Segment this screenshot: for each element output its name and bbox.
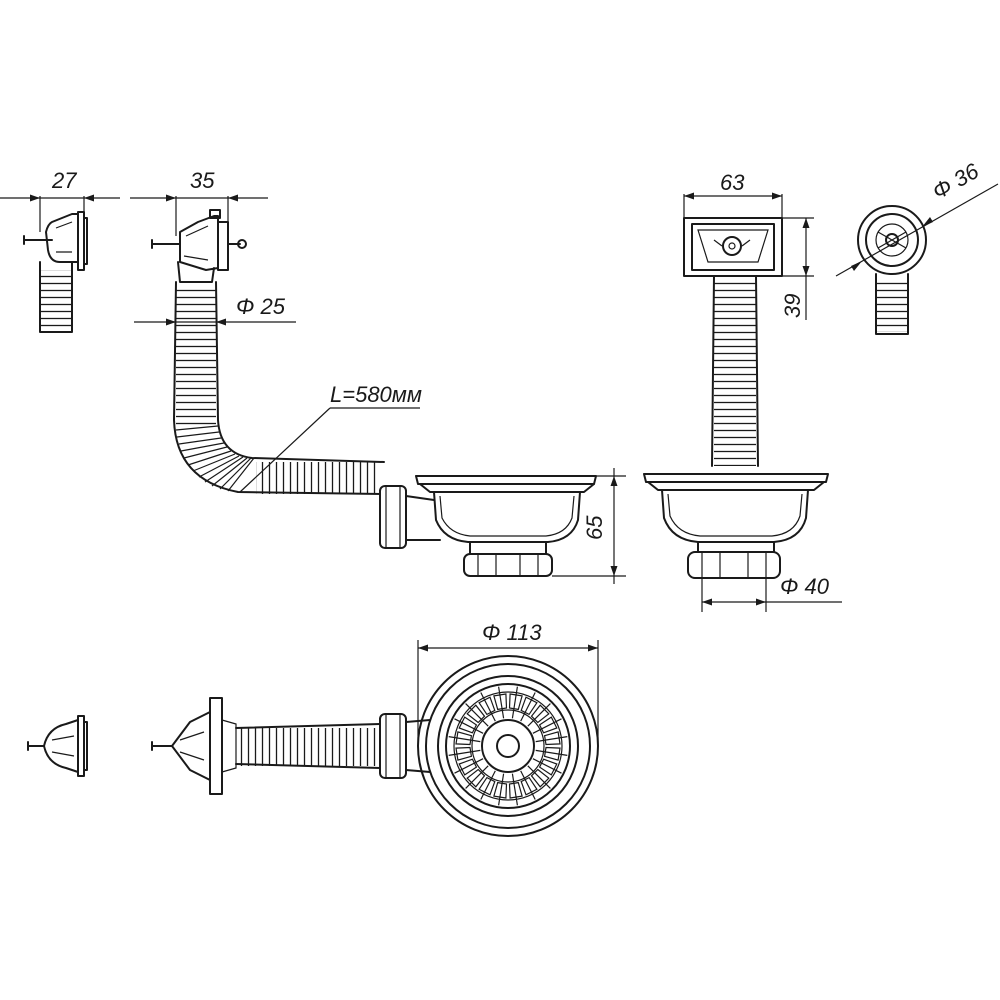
corrugated-hose-right <box>711 275 759 467</box>
strainer-slot <box>493 781 508 799</box>
strainer-slot <box>458 716 478 734</box>
strainer-rib <box>498 773 505 806</box>
strainer-rib <box>465 703 489 727</box>
strainer-rib <box>535 736 568 743</box>
strainer-rib <box>532 718 562 734</box>
overflow-round-view: Φ 36 <box>835 158 999 335</box>
dimension-35: 35 <box>130 168 268 236</box>
strainer-side-view-left: 65 <box>405 468 626 584</box>
strainer-slot <box>478 696 496 716</box>
strainer-slot <box>493 693 508 711</box>
overflow-rectangular-grille: 63 39 <box>683 170 814 320</box>
dim-label-outlet-diameter: Φ 40 <box>780 574 830 599</box>
strainer-rib <box>448 736 481 743</box>
strainer-slot <box>530 768 550 788</box>
strainer-rib <box>448 749 481 756</box>
dimension-hose-length: L=580мм <box>239 382 422 493</box>
strainer-slot <box>466 768 486 788</box>
strainer-side-view-right: Φ 40 <box>643 473 842 612</box>
strainer-rib <box>535 749 568 756</box>
strainer-slot <box>458 758 478 776</box>
strainer-rib <box>527 765 551 789</box>
strainer-slot <box>466 704 486 724</box>
strainer-slot <box>538 758 558 776</box>
overflow-small-side-view: 27 <box>0 168 120 333</box>
dim-label-35: 35 <box>190 168 215 193</box>
strainer-rib <box>532 758 562 774</box>
strainer-rib <box>498 686 505 719</box>
dimension-39: 39 <box>780 217 814 320</box>
strainer-slot <box>520 776 538 796</box>
dimension-hose-diameter: Φ 25 <box>134 294 296 326</box>
strainer-slots <box>448 686 568 806</box>
strainer-slot <box>508 781 523 799</box>
strainer-rib <box>454 718 484 734</box>
strainer-slot <box>455 746 473 761</box>
overflow-with-hose: 35 <box>130 168 268 283</box>
dim-label-65: 65 <box>582 515 607 540</box>
strainer-rib <box>480 770 496 800</box>
dim-label-hose-diameter: Φ 25 <box>236 294 286 319</box>
dimension-27: 27 <box>0 168 120 232</box>
strainer-slot <box>520 696 538 716</box>
strainer-rib <box>520 692 536 722</box>
strainer-rib <box>520 770 536 800</box>
strainer-rib <box>465 765 489 789</box>
strainer-rib <box>527 703 551 727</box>
strainer-slot <box>538 716 558 734</box>
dim-label-strainer-diameter: Φ 113 <box>482 620 542 645</box>
dim-label-63: 63 <box>720 170 745 195</box>
dim-label-27: 27 <box>51 168 77 193</box>
dimension-outlet-diameter: Φ 40 <box>701 574 842 612</box>
dimension-63: 63 <box>683 170 783 218</box>
dimension-65: 65 <box>552 468 626 584</box>
strainer-slot <box>508 693 523 711</box>
strainer-rib <box>511 773 518 806</box>
strainer-top-view: Φ 113 <box>417 620 599 837</box>
strainer-slot <box>455 731 473 746</box>
strainer-slot <box>543 746 561 761</box>
dimension-strainer-diameter: Φ 113 <box>417 620 599 746</box>
strainer-slot <box>530 704 550 724</box>
dim-label-39: 39 <box>780 294 805 318</box>
overflow-with-hose-top-view <box>151 697 431 795</box>
strainer-rib <box>454 758 484 774</box>
strainer-rib <box>511 686 518 719</box>
dim-label-hose-length: L=580мм <box>330 382 422 407</box>
strainer-slot <box>478 776 496 796</box>
strainer-rib <box>480 692 496 722</box>
corrugated-hose: Φ 25 L=580мм <box>134 281 422 549</box>
strainer-slot <box>543 731 561 746</box>
overflow-small-top-view <box>27 715 88 777</box>
